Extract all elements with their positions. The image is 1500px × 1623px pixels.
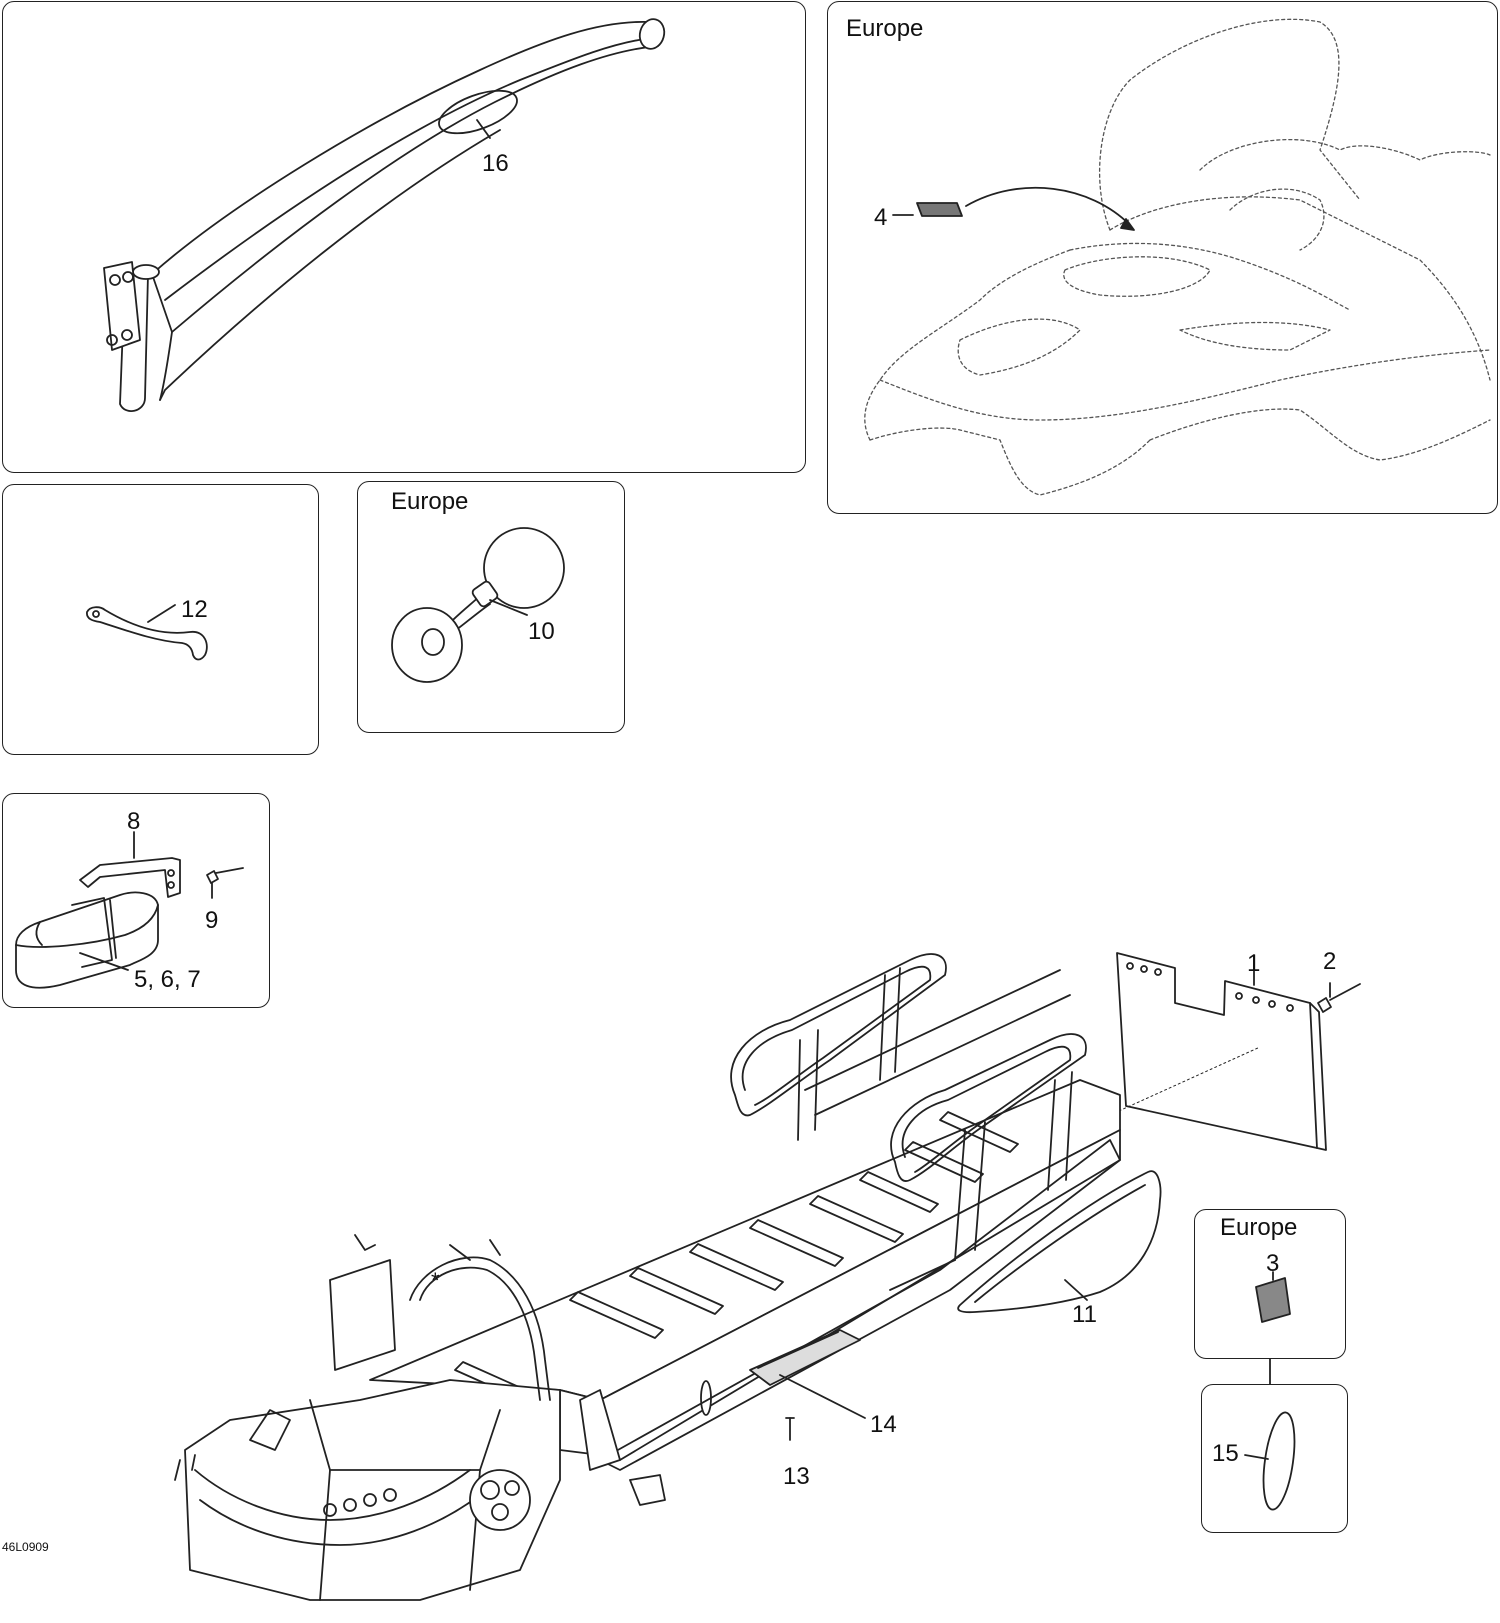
callout-8: 8 [127, 808, 141, 835]
callout-5-6-7: 5, 6, 7 [134, 966, 201, 993]
callout-16: 16 [482, 150, 509, 177]
callout-13: 13 [783, 1463, 810, 1490]
region-label-europe-hood: Europe [846, 15, 924, 42]
side-cover-icon [957, 1170, 1162, 1314]
guide-line-1 [1109, 1046, 1261, 1116]
spanner-wrench-icon [86, 606, 208, 661]
callout-15: 15 [1212, 1440, 1239, 1467]
rivet-icon [1317, 983, 1361, 1013]
mounting-bracket-icon [79, 857, 181, 898]
rivet-icon [206, 867, 244, 884]
leader-16 [476, 119, 491, 139]
leader-15 [1244, 1454, 1269, 1460]
callout-10: 10 [528, 618, 555, 645]
leader-10 [489, 599, 528, 616]
tool-bag-icon [15, 891, 159, 989]
callout-4: 4 [874, 204, 888, 231]
callout-1: 1 [1247, 950, 1261, 977]
panel-grab-handle [2, 1, 806, 473]
oval-reflector-icon [1262, 1411, 1296, 1511]
leader-12 [147, 604, 176, 623]
region-label-europe-reflector: Europe [1220, 1214, 1298, 1241]
grab-handle-bar-icon [103, 18, 666, 412]
rivet-icon [785, 1417, 795, 1441]
hood-outline-icon [864, 18, 1491, 496]
callout-9: 9 [205, 907, 219, 934]
arrow-4 [965, 186, 1131, 226]
reflector-icon [1255, 1277, 1291, 1323]
callout-12: 12 [181, 596, 208, 623]
arrow-head-4 [1120, 218, 1135, 231]
mud-flap-icon [1116, 952, 1327, 1151]
leader-567 [79, 952, 129, 971]
reflector-decal-icon [916, 202, 963, 217]
asterisk-mark: * [431, 1268, 440, 1293]
panel-wrench [2, 484, 319, 755]
horn-icon [391, 527, 565, 683]
region-label-europe-horn: Europe [391, 488, 469, 515]
leader-14 [779, 1374, 866, 1419]
callout-11: 11 [1072, 1301, 1097, 1328]
callout-2: 2 [1323, 948, 1337, 975]
chassis-frame-icon [174, 953, 1121, 1601]
panel-horn [357, 481, 625, 733]
leader-11 [1064, 1279, 1088, 1301]
callout-3: 3 [1266, 1250, 1280, 1277]
callout-14: 14 [870, 1411, 897, 1438]
drawing-reference: 46L0909 [2, 1540, 49, 1554]
